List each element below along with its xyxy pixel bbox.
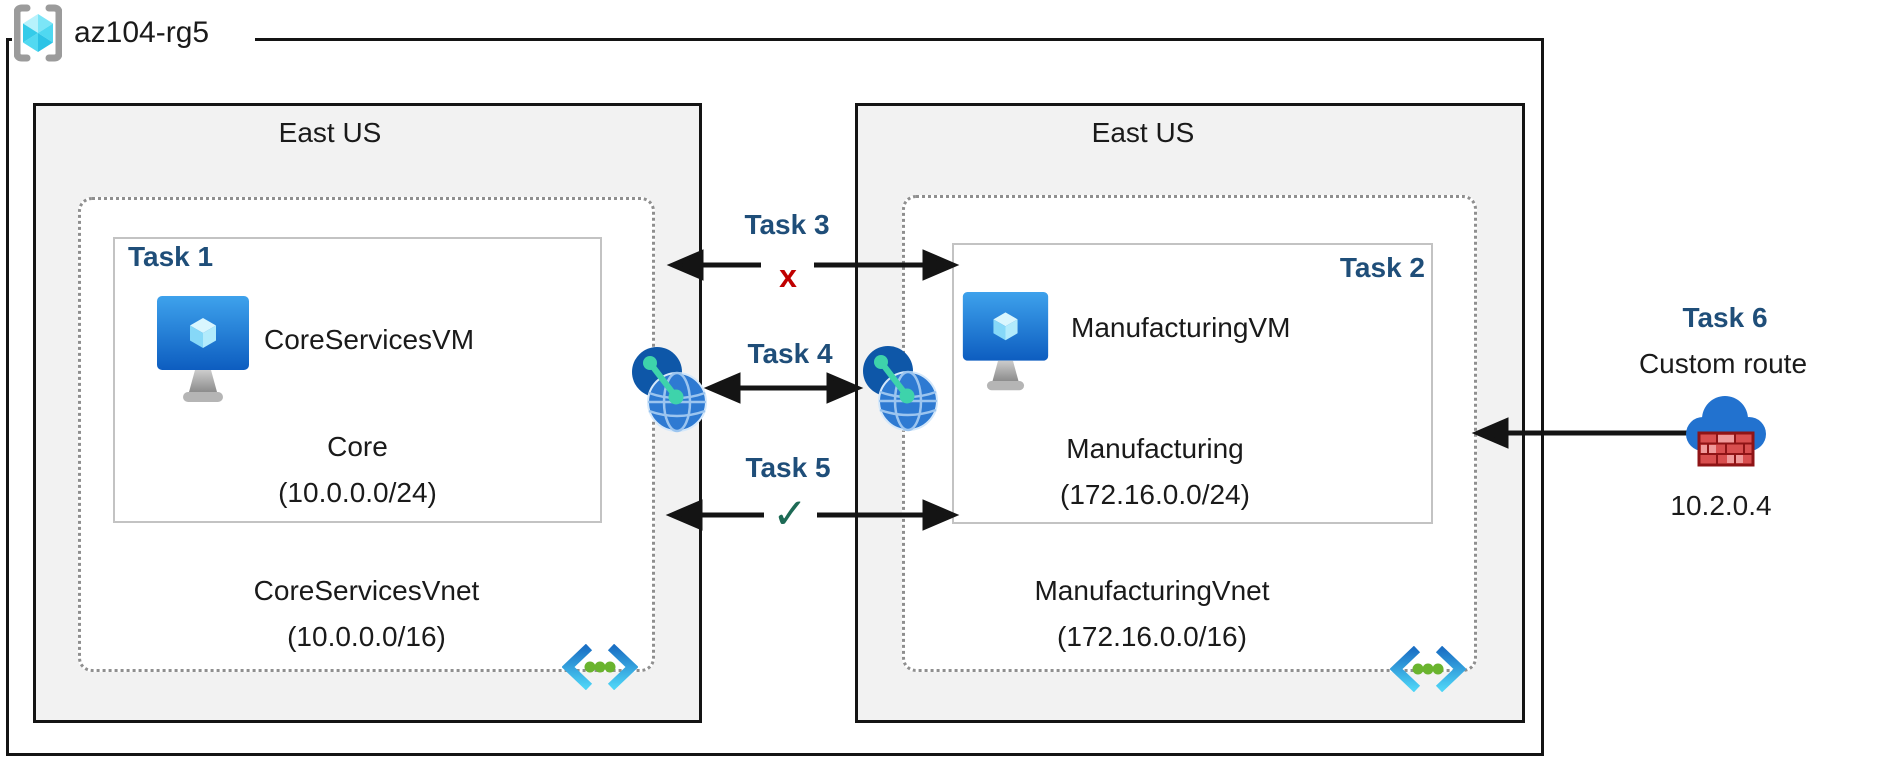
- subnet-name-text: Manufacturing: [1066, 433, 1244, 464]
- network-peering-icon-left: [630, 346, 710, 439]
- nva-firewall-cloud-icon: [1678, 388, 1774, 477]
- vm-icon-coreservices: [157, 296, 249, 411]
- task6-nva-ip: 10.2.0.4: [1670, 490, 1772, 521]
- vnet-name-text: ManufacturingVnet: [1034, 575, 1270, 606]
- task5-allowed-marker: ✓: [772, 490, 808, 537]
- subnet-name-text: Core: [327, 431, 388, 462]
- resource-group-box: [6, 38, 1544, 756]
- task2-label: Task 2: [1339, 252, 1425, 283]
- virtual-network-icon-left: [561, 643, 639, 695]
- subnet-cidr-text: (172.16.0.0/24): [1060, 479, 1250, 510]
- resource-group-name: az104-rg5: [74, 16, 210, 49]
- subnet-name-core: Core (10.0.0.0/24): [113, 424, 602, 516]
- vnet-cidr-text: (172.16.0.0/16): [1057, 621, 1247, 652]
- subnet-name-manufacturing: Manufacturing (172.16.0.0/24): [955, 426, 1355, 518]
- network-peering-icon-right: [861, 345, 941, 438]
- subnet-cidr-text: (10.0.0.0/24): [278, 477, 437, 508]
- vnet-name-text: CoreServicesVnet: [253, 575, 480, 606]
- vnet-name-manufacturing: ManufacturingVnet (172.16.0.0/16): [902, 568, 1402, 660]
- resource-group-label: az104-rg5: [12, 3, 256, 63]
- vm-name-manufacturing: ManufacturingVM: [1071, 312, 1291, 343]
- task4-label: Task 4: [747, 338, 833, 369]
- resource-group-icon: [14, 4, 62, 62]
- vnet-cidr-text: (10.0.0.0/16): [287, 621, 446, 652]
- task3-blocked-marker: x: [779, 258, 797, 294]
- region-title-left: East US: [278, 117, 382, 148]
- task5-label: Task 5: [745, 452, 831, 483]
- virtual-network-icon-right: [1389, 645, 1467, 697]
- task6-sublabel: Custom route: [1638, 348, 1808, 379]
- vm-name-coreservices: CoreServicesVM: [264, 324, 475, 355]
- vm-icon-manufacturing: [962, 292, 1049, 399]
- subnet-box-manufacturing: [952, 243, 1433, 524]
- region-title-right: East US: [1091, 117, 1195, 148]
- vnet-name-coreservices: CoreServicesVnet (10.0.0.0/16): [78, 568, 655, 660]
- task3-label: Task 3: [744, 209, 830, 240]
- task1-label: Task 1: [128, 241, 214, 272]
- task6-label: Task 6: [1682, 302, 1768, 333]
